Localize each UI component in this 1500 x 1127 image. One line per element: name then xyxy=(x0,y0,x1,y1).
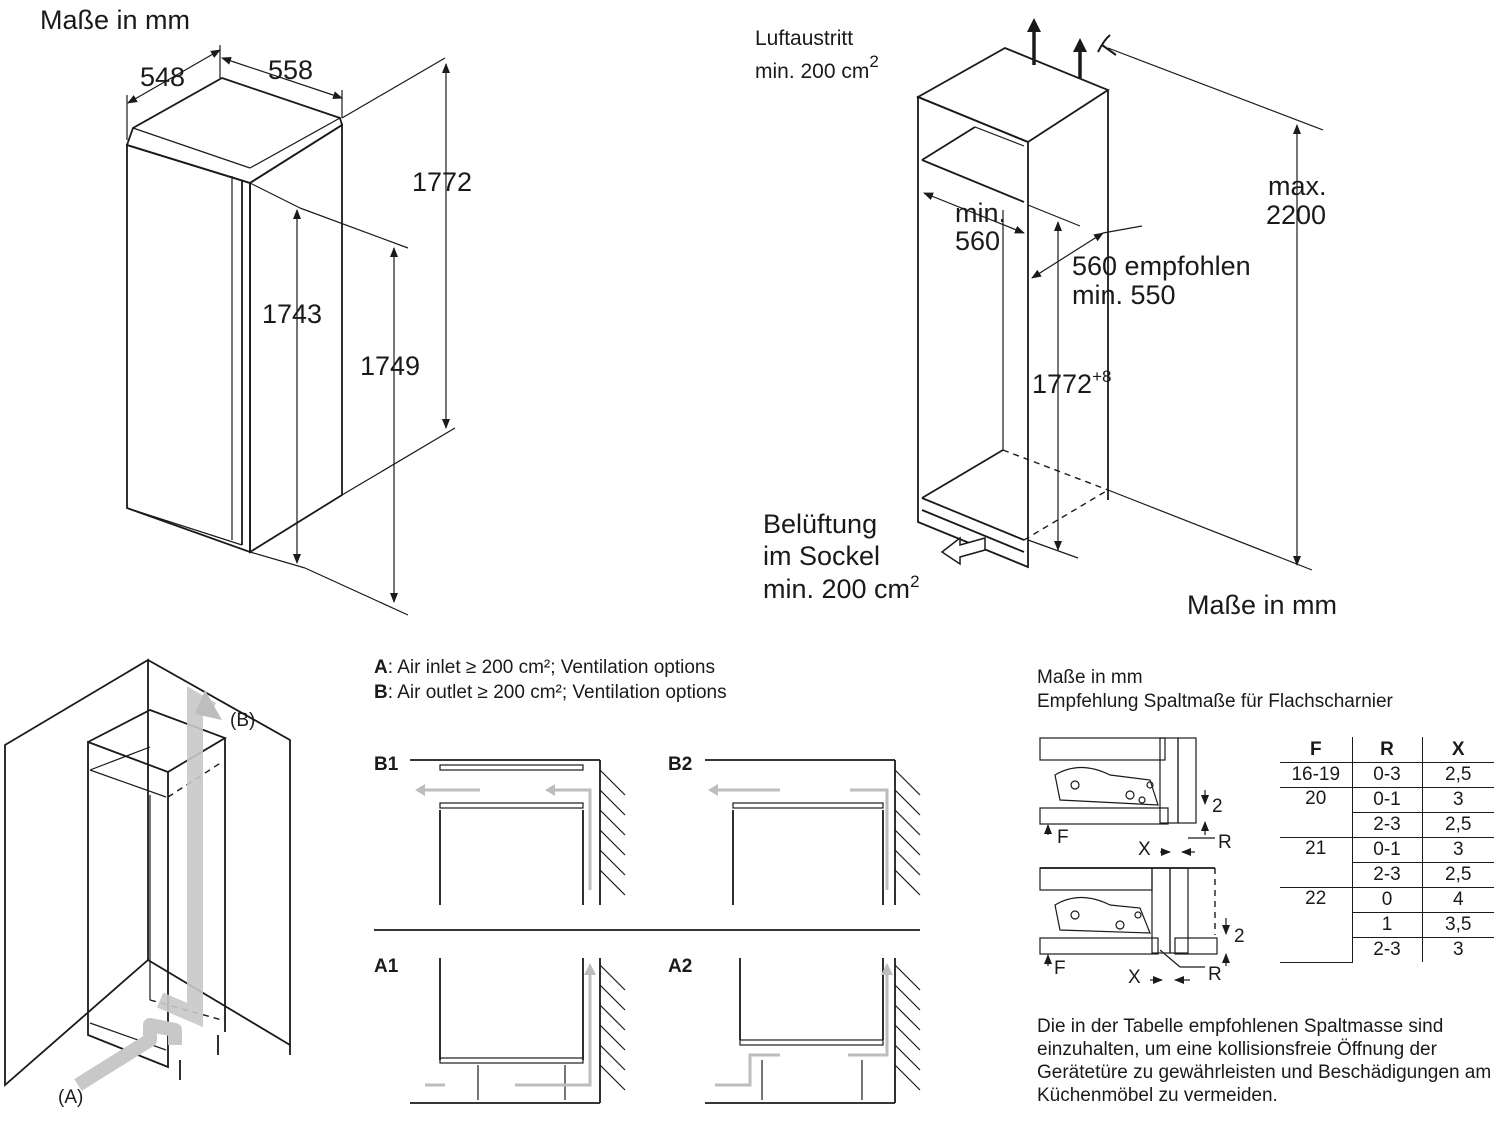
niche-height-label: 1772+8 xyxy=(1032,367,1111,399)
appliance-drawing: Maße in mm 548 558 1772 1743 1749 xyxy=(40,5,472,616)
legend-a: A: Air inlet ≥ 200 cm²; Ventilation opti… xyxy=(374,657,715,678)
option-label-b1: B1 xyxy=(374,754,399,775)
total-height-label: 1772 xyxy=(412,167,472,197)
gap-cell-r: 0-1 xyxy=(1351,787,1423,813)
width-label: 558 xyxy=(268,55,313,85)
gap-units-label: Maße in mm xyxy=(1037,667,1143,688)
table-row: 21 0-1 3 xyxy=(1280,837,1494,888)
legend-b: B: Air outlet ≥ 200 cm²; Ventilation opt… xyxy=(374,682,727,703)
gap-cell-r: 0 xyxy=(1351,887,1423,913)
table-row: 20 0-1 3 xyxy=(1280,787,1494,838)
gap-cell-f: 16-19 xyxy=(1280,762,1353,788)
gap-cell-x: 3,5 xyxy=(1421,912,1494,938)
gap-cell-f: 20 xyxy=(1280,787,1353,838)
gap-note: Die in der Tabelle empfohlenen Spaltmass… xyxy=(1037,1016,1492,1106)
niche-width-label-2: 560 xyxy=(955,226,1000,256)
niche-units-label: Maße in mm xyxy=(1187,590,1337,620)
option-label-b2: B2 xyxy=(668,754,692,775)
air-outlet-label-2: min. 200 cm2 xyxy=(755,52,879,83)
air-inlet-marker: (A) xyxy=(58,1087,83,1108)
table-row: 1 3,5 xyxy=(1280,912,1494,938)
option-b1: B1 xyxy=(374,754,626,905)
niche-drawing: Luftaustritt min. 200 cm2 min. 560 560 e… xyxy=(755,18,1337,620)
gap-cell-r: 2-3 xyxy=(1352,812,1423,838)
niche-width-label-1: min. xyxy=(955,198,1006,228)
gap-cell-x: 2,5 xyxy=(1421,862,1494,888)
gap-cell-f: 21 xyxy=(1280,837,1353,888)
table-row: 2-3 2,5 xyxy=(1280,812,1494,838)
side-height-label: 1743 xyxy=(262,299,322,329)
option-label-a2: A2 xyxy=(668,956,692,977)
gap-cell-x: 4 xyxy=(1421,887,1494,913)
gap-header-x: X xyxy=(1421,737,1494,763)
plinth-label-1: Belüftung xyxy=(763,509,877,539)
option-a1: A1 xyxy=(374,956,626,1104)
plinth-label-3: min. 200 cm2 xyxy=(763,572,920,604)
max-height-label-1: max. xyxy=(1268,171,1327,201)
gap-cell-f: 22 xyxy=(1280,887,1353,963)
gap-2-label-1: 2 xyxy=(1212,796,1223,817)
niche-depth-label-1: 560 empfohlen xyxy=(1072,251,1251,281)
gap-header-f: F xyxy=(1280,737,1353,763)
table-row: 16-19 0-3 2,5 xyxy=(1280,762,1494,788)
gap-x-label-2: X xyxy=(1128,967,1141,988)
gap-table-header: F R X xyxy=(1280,737,1494,763)
option-b2: B2 xyxy=(668,754,921,905)
gap-cell-r: 0-1 xyxy=(1351,837,1423,863)
option-label-a1: A1 xyxy=(374,956,399,977)
gap-f-label-1: F xyxy=(1057,827,1069,848)
gap-cell-r: 2-3 xyxy=(1352,862,1423,888)
air-outlet-label-1: Luftaustritt xyxy=(755,27,853,50)
ventilation-3d-drawing: (B) (A) xyxy=(4,658,291,1108)
gap-detail: Maße in mm Empfehlung Spaltmaße für Flac… xyxy=(1037,667,1394,988)
gap-cell-x: 2,5 xyxy=(1421,762,1494,788)
gap-cell-r: 1 xyxy=(1352,912,1423,938)
table-row: 2-3 3 xyxy=(1280,937,1494,962)
gap-cell-x: 3 xyxy=(1421,787,1494,813)
plinth-label-2: im Sockel xyxy=(763,541,880,571)
depth-label: 548 xyxy=(140,62,185,92)
option-a2: A2 xyxy=(668,956,921,1104)
gap-header-r: R xyxy=(1351,737,1423,763)
gap-cell-r: 0-3 xyxy=(1351,762,1423,788)
gap-f-label-2: F xyxy=(1054,958,1066,979)
gap-cell-x: 3 xyxy=(1421,837,1494,863)
gap-cell-x: 3 xyxy=(1421,937,1494,962)
max-height-label-2: 2200 xyxy=(1266,200,1326,230)
gap-cell-r: 2-3 xyxy=(1352,937,1423,962)
gap-cell-x: 2,5 xyxy=(1421,812,1494,838)
niche-depth-label-2: min. 550 xyxy=(1072,280,1176,310)
gap-x-label-1: X xyxy=(1138,839,1151,860)
gap-table: F R X 16-19 0-3 2,5 20 0-1 3 2-3 2,5 21 … xyxy=(1280,737,1494,963)
door-height-label: 1749 xyxy=(360,351,420,381)
table-row: 2-3 2,5 xyxy=(1280,862,1494,888)
gap-title: Empfehlung Spaltmaße für Flachscharnier xyxy=(1037,691,1394,712)
appliance-units-label: Maße in mm xyxy=(40,5,190,35)
gap-r-label-2: R xyxy=(1208,964,1222,985)
table-row: 22 0 4 xyxy=(1280,887,1494,963)
air-outlet-marker: (B) xyxy=(230,710,255,731)
ventilation-options: A: Air inlet ≥ 200 cm²; Ventilation opti… xyxy=(374,657,921,1104)
gap-2-label-2: 2 xyxy=(1234,926,1245,947)
gap-r-label-1: R xyxy=(1218,832,1232,853)
